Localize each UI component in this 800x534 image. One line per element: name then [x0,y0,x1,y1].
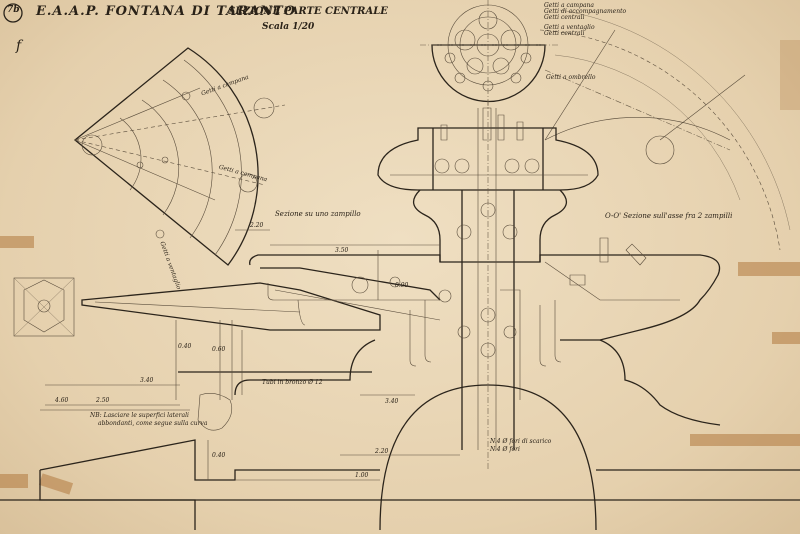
dim-5: 2.20 [250,222,264,229]
section-label: Sezione su uno zampillo [275,210,361,218]
plan-note-4: Getti di accompagnamento [544,8,627,15]
sheet-number: 7b [7,5,20,15]
dimension-lines [45,229,460,481]
plan-note-2: Getti centrali [544,14,585,21]
tape-right [738,262,800,276]
dim-4: 3.40 [385,398,399,405]
dim-8: 0.40 [212,452,226,459]
tape-right-bottom [690,434,800,446]
left-margin-mark: f [16,38,22,54]
plan-note-1: Getti a campana [544,2,594,9]
tape-left [0,236,34,248]
tape-top-right [780,40,800,110]
middle-basin [81,237,721,400]
upper-basin [377,107,599,191]
dim-10: 0.60 [212,346,226,353]
plan-note-6: Getti a ombrello [546,74,596,81]
sheet-number-circle [3,3,23,23]
section-oo-label: O-O' Sezione sull'asse fra 2 zampilli [605,212,733,220]
pipe-note: Tubi in bronzo Ø 12 [262,379,323,386]
dim-6: 3.50 [335,247,349,254]
tape-right-mid [772,332,800,344]
drawing-subtitle: SEZIONE PARTE CENTRALE [228,6,388,17]
dim-11: 1.00 [355,472,369,479]
top-nozzle-plan [420,0,560,110]
nb-note-line2: abbondanti, come segue sulla curva [98,420,208,427]
right-arc-plan [539,9,791,251]
pipe-label-1: N.4 Ø fori di scarico [490,438,552,445]
central-stem [413,100,567,470]
dim-1: 4.60 [55,397,69,404]
left-fan-plan [73,47,286,266]
dim-2: 3.40 [140,377,154,384]
pipe-label-2: N.4 Ø fori [490,446,520,453]
plan-note-5: Getti centrali [544,30,585,37]
dim-12: 0.90 [395,282,409,289]
dim-7: 2.20 [375,448,389,455]
small-plan-left [13,277,75,337]
dim-9: 0.40 [178,343,192,350]
drawing-title: E.A.A.P. FONTANA DI TARANTO [36,4,297,19]
drawing-scale: Scala 1/20 [262,22,315,32]
tape-left-bottom [0,474,28,488]
nb-note-line1: NB: Lasciare le superfici laterali [90,412,189,419]
plan-note-3: Getti a ventaglio [544,24,595,31]
dim-3: 2.50 [96,397,110,404]
lower-base [0,320,800,531]
